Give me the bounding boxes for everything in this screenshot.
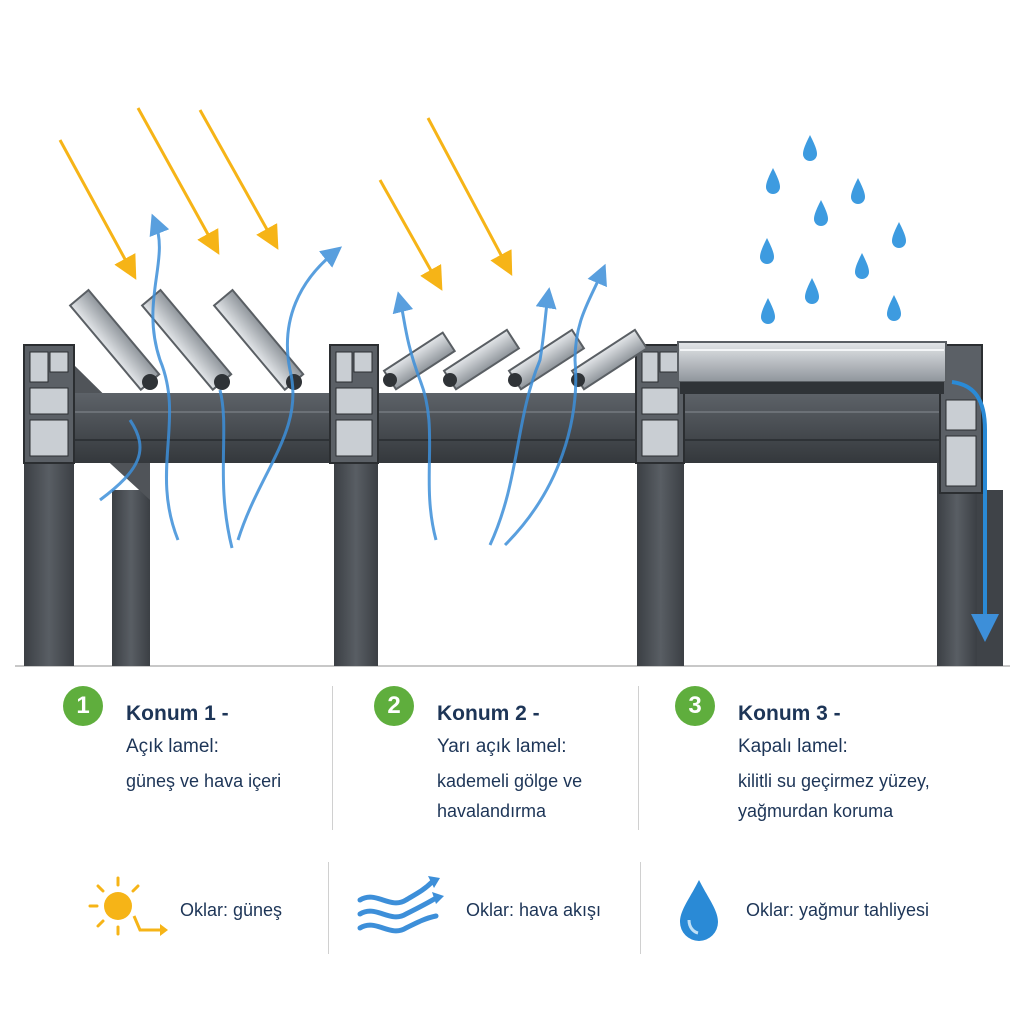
sun-arrow-icon [88, 876, 168, 936]
profile-sections [23, 344, 983, 494]
pergola-diagram [15, 107, 1010, 667]
position-subtitle: Yarı açık lamel: [437, 736, 567, 757]
post-1 [24, 455, 74, 666]
position-number-badge: 1 [63, 686, 103, 726]
legend-divider [640, 862, 641, 954]
description-line: kilitli su geçirmez yüzey, [738, 771, 930, 791]
downpipe [977, 490, 1003, 666]
post-2 [334, 455, 378, 666]
air-flow-arrows [99, 213, 607, 549]
post-1-back [112, 490, 150, 666]
legend-label: Oklar: yağmur tahliyesi [746, 900, 930, 920]
description-line: güneş ve hava içeri [126, 771, 282, 791]
position-subtitle: Açık lamel: [126, 736, 219, 757]
lamels-position-2 [382, 328, 649, 391]
air-flow-icon [357, 876, 444, 934]
legend-rain: Oklar: yağmur tahliyesi [670, 870, 970, 950]
posts [24, 455, 1003, 666]
position-subtitle: Kapalı lamel: [738, 736, 848, 757]
sun-arrows [58, 107, 513, 291]
legend-label: Oklar: hava akışı [466, 900, 602, 920]
lamels-position-1 [68, 288, 305, 392]
column-divider [638, 686, 639, 830]
position-title: Konum 3 - [738, 702, 841, 725]
description-line: yağmurdan koruma [738, 801, 894, 821]
column-divider [332, 686, 333, 830]
position-description: güneş ve hava içeri [126, 766, 281, 796]
position-description: kademeli gölge ve havalandırma [437, 766, 582, 826]
water-drop-icon [680, 880, 718, 941]
position-number-badge: 2 [374, 686, 414, 726]
position-description: kilitli su geçirmez yüzey, yağmurdan kor… [738, 766, 930, 826]
beams [70, 393, 945, 463]
description-line: kademeli gölge ve [437, 771, 583, 791]
lamels-position-3-closed [677, 341, 947, 394]
position-title: Konum 1 - [126, 702, 229, 725]
rain-drops [760, 135, 906, 324]
legend-divider [328, 862, 329, 954]
post-3 [637, 455, 684, 666]
legend-label: Oklar: güneş [180, 900, 283, 920]
position-number-badge: 3 [675, 686, 715, 726]
legend-sun: Oklar: güneş [82, 870, 322, 950]
drainage-arrow [951, 380, 999, 642]
description-line: havalandırma [437, 801, 547, 821]
position-title: Konum 2 - [437, 702, 540, 725]
legend-air: Oklar: hava akışı [356, 870, 626, 950]
